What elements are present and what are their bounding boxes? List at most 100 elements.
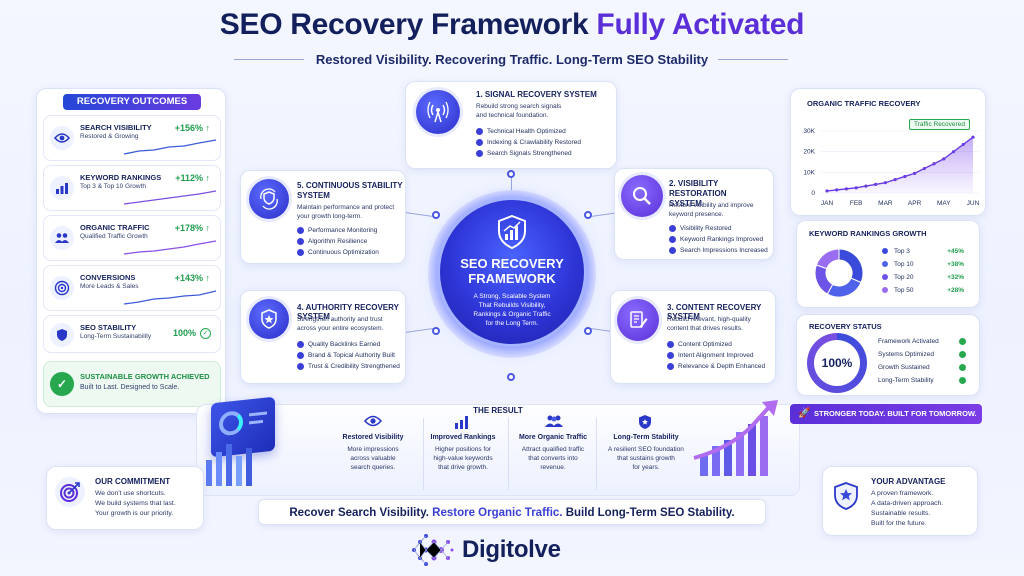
outcome-title: SEO STABILITY [80, 323, 137, 332]
commitment-lines: We don't use shortcuts.We build systems … [95, 490, 176, 517]
result-col-stability: Long-Term Stability A resilient SEO foun… [600, 412, 692, 472]
donut-slice [815, 248, 840, 270]
users-icon [544, 414, 564, 433]
connector-line [402, 211, 436, 218]
system-list: Performance Monitoring Algorithm Resilie… [297, 225, 379, 258]
outcome-value: +156% ↑ [174, 123, 210, 133]
outcome-title: ORGANIC TRAFFIC [80, 223, 150, 232]
traffic-area [827, 137, 973, 193]
our-commitment-card: OUR COMMITMENT We don't use shortcuts.We… [46, 466, 204, 530]
check-icon [959, 351, 966, 358]
list-item: Search Signals Strengthened [476, 148, 581, 159]
legend-swatch [882, 248, 888, 255]
traffic-point [844, 187, 849, 191]
star-shield-icon [833, 481, 859, 516]
authority-recovery-card: 4. AUTHORITY RECOVERY SYSTEM Strengthen … [240, 290, 406, 384]
list-item: Intent Alignment Improved [667, 350, 765, 361]
result-col-traffic: More Organic Traffic Attract qualified t… [510, 412, 596, 472]
connector-dot [584, 327, 592, 335]
dash-bar [249, 419, 263, 425]
divider [423, 418, 424, 490]
outcome-sub: Restored & Growing [80, 133, 139, 140]
x-tick-label: MAY [937, 200, 951, 207]
eye-icon [50, 126, 74, 150]
check-icon [297, 238, 304, 245]
page-title: SEO Recovery Framework Fully Activated [0, 8, 1024, 42]
your-advantage-card: YOUR ADVANTAGE A proven framework.A data… [822, 466, 978, 536]
brand-logo: Digitolve [408, 530, 618, 570]
page-subtitle: Restored Visibility. Recovering Traffic.… [315, 52, 709, 67]
shield-cycle-icon [249, 179, 289, 219]
x-tick-label: MAR [878, 200, 893, 207]
result-title: More Organic Traffic [518, 434, 588, 441]
rocket-icon: 🚀 [798, 408, 811, 419]
list-item: Search Impressions Increased [669, 245, 768, 256]
outcome-title: KEYWORD RANKINGS [80, 173, 162, 182]
result-title: Restored Visibility [342, 434, 404, 441]
status-row: Long-Term Stability [878, 374, 970, 387]
traffic-point [951, 150, 956, 154]
check-icon [959, 364, 966, 371]
donut-slice [814, 264, 834, 295]
tagline-part1: Recover Search Visibility. [289, 507, 429, 519]
outcome-search-visibility: SEARCH VISIBILITY Restored & Growing +15… [43, 115, 221, 161]
traffic-point [961, 142, 965, 147]
connector-dot [432, 327, 440, 335]
check-icon [297, 363, 304, 370]
outcome-title: SEARCH VISIBILITY [80, 123, 152, 132]
traffic-point [922, 166, 926, 171]
status-value: 100% [814, 340, 860, 386]
check-icon [669, 225, 676, 232]
check-icon [297, 249, 304, 256]
traffic-point [971, 135, 975, 139]
growth-sub: Built to Last. Designed to Scale. [80, 384, 180, 391]
traffic-point [903, 174, 907, 179]
x-tick-label: FEB [850, 200, 863, 207]
check-icon [959, 377, 966, 384]
traffic-point [864, 184, 868, 188]
traffic-point [874, 182, 878, 186]
result-heading: THE RESULT [473, 406, 523, 415]
list-item: Indexing & Crawlability Restored [476, 137, 581, 148]
traffic-heading: ORGANIC TRAFFIC RECOVERY [807, 99, 921, 108]
status-row: Systems Optimized [878, 348, 970, 361]
title-main: SEO Recovery Framework [219, 8, 589, 41]
outcome-keyword-rankings: KEYWORD RANKINGS Top 3 & Top 10 Growth +… [43, 165, 221, 211]
status-row: Framework Activated [878, 335, 970, 348]
connector-dot [584, 211, 592, 219]
signal-tower-icon [416, 90, 460, 134]
y-tick-label: 0 [811, 190, 815, 197]
stronger-today-banner: 🚀 STRONGER TODAY. BUILT FOR TOMORROW. [790, 404, 982, 424]
result-title: Long-Term Stability [613, 434, 679, 441]
signal-recovery-card: 1. SIGNAL RECOVERY SYSTEM Rebuild strong… [405, 81, 617, 169]
check-icon [667, 352, 674, 359]
system-list: Quality Backlinks Earned Brand & Topical… [297, 339, 400, 372]
outcome-organic-traffic: ORGANIC TRAFFIC Qualified Traffic Growth… [43, 215, 221, 261]
status-row: Growth Sustained [878, 361, 970, 374]
outcome-sub: Top 3 & Top 10 Growth [80, 183, 147, 190]
result-growth-icon [693, 400, 778, 476]
organic-traffic-panel: ORGANIC TRAFFIC RECOVERY Traffic Recover… [790, 88, 986, 216]
system-title: 4. AUTHORITY RECOVERY SYSTEM [297, 303, 399, 321]
outcome-seo-stability: SEO STABILITY Long-Term Sustainability 1… [43, 315, 221, 353]
keyword-rankings-panel: KEYWORD RANKINGS GROWTH [796, 220, 980, 308]
x-tick-label: JUN [967, 200, 980, 207]
result-panel [196, 404, 800, 496]
check-icon [667, 363, 674, 370]
keyword-heading: KEYWORD RANKINGS GROWTH [809, 229, 927, 238]
users-icon [50, 226, 74, 250]
advantage-heading: YOUR ADVANTAGE [871, 477, 946, 486]
traffic-point [893, 177, 897, 182]
